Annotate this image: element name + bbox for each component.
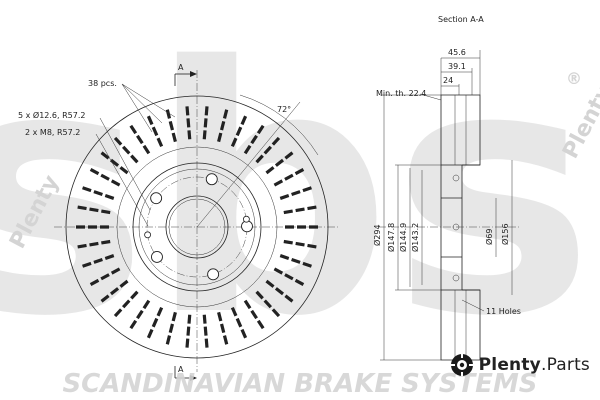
vane-slot: [88, 267, 121, 287]
vane-slot: [265, 150, 295, 175]
section-hole-2: [452, 274, 460, 282]
vane-slot: [230, 114, 248, 148]
brand-name-bold: Plenty: [478, 355, 541, 375]
vane-slot: [146, 114, 164, 148]
vane-slot: [265, 279, 295, 304]
dia-69: Ø69: [484, 229, 494, 245]
vane-slots: [75, 105, 319, 349]
holes-label: 11 Holes: [486, 307, 521, 316]
hat-step: [138, 168, 256, 286]
bolt-hole: [150, 192, 163, 205]
disc-inner-friction-edge: [116, 146, 278, 308]
vane-slot: [279, 185, 313, 200]
vane-slot: [76, 205, 111, 215]
vane-slot: [230, 306, 248, 340]
center-bore-chamfer: [168, 198, 226, 256]
vanes-label: 38 pcs.: [88, 79, 117, 88]
angle-arc: [239, 94, 319, 156]
registered-mark: ®: [566, 69, 582, 88]
brand-name: Plenty.Parts: [479, 355, 590, 375]
vane-slot: [165, 108, 177, 143]
brand-logo: Plenty.Parts: [449, 352, 590, 378]
bolt-holes-label: 5 x Ø12.6, R57.2: [18, 110, 85, 120]
vane-slot: [202, 105, 209, 140]
bolt-holes-leader: [99, 117, 151, 211]
hat-outer: [132, 162, 262, 292]
vane-slot: [202, 314, 209, 349]
disc-outer-edge: [65, 95, 329, 359]
vane-slot: [146, 306, 164, 340]
vane-slot: [128, 123, 151, 155]
center-bore: [165, 195, 229, 259]
vane-slot: [279, 254, 313, 269]
vane-slot: [81, 185, 115, 200]
dia-144-9: Ø144.9: [398, 223, 408, 252]
vanes-leader-3: [121, 83, 153, 133]
vane-slot: [99, 279, 129, 304]
section-arrow-bottom: [190, 375, 197, 381]
front-view: 72° A A 38 pcs. 5 x Ø12.6, R57.2 2 x M8,…: [18, 63, 340, 381]
section-mark-top: A: [178, 63, 184, 72]
vane-slot: [165, 311, 177, 346]
vane-slot: [185, 105, 192, 140]
sbs-watermark-logo: sbs: [0, 0, 594, 391]
thread-holes-leader: [95, 133, 149, 227]
vane-slot: [113, 136, 139, 164]
vane-slot: [243, 299, 266, 331]
vane-slot: [128, 299, 151, 331]
dim-24: 24: [443, 76, 453, 85]
dia-143-2: Ø143.2: [410, 223, 420, 252]
vane-slot: [185, 314, 192, 349]
section-hole-1: [452, 174, 460, 182]
thread-hole: [242, 215, 250, 223]
vane-slot: [217, 108, 229, 143]
vanes-leader: [121, 83, 176, 118]
angle-ref-line: [196, 101, 301, 228]
dim-39-1: 39.1: [448, 62, 466, 71]
bolt-hole: [207, 268, 220, 281]
vane-slot: [76, 239, 111, 249]
vanes-leader-2: [121, 83, 163, 124]
vane-slot: [255, 136, 281, 164]
vane-slot: [99, 150, 129, 175]
brand-name-rest: .Parts: [540, 355, 590, 375]
hat-profile: [440, 164, 480, 291]
vane-slot: [81, 254, 115, 269]
vane-slot: [283, 239, 318, 249]
vane-slot: [273, 167, 306, 187]
thread-hole: [144, 231, 152, 239]
thread-holes-label: 2 x M8, R57.2: [25, 128, 80, 137]
gear-logo-icon: [450, 354, 473, 376]
vane-slot: [113, 290, 139, 318]
section-mark-bottom: A: [178, 365, 184, 374]
bolt-hole: [205, 173, 218, 186]
dia-156: Ø156: [500, 223, 510, 245]
vane-slot: [243, 123, 266, 155]
vane-slot: [255, 290, 281, 318]
dia-294: Ø294: [372, 224, 382, 246]
section-arrow-top: [190, 71, 197, 77]
section-title: Section A-A: [438, 15, 484, 24]
holes-leader: [461, 299, 485, 312]
vane-slot: [273, 267, 306, 287]
dia-147-8: Ø147.8: [386, 223, 396, 252]
section-view: Section A-A 45.6 39.1 24 Min. th. 22.4: [372, 15, 521, 361]
angle-label: 72°: [277, 105, 291, 114]
vane-slot: [217, 311, 229, 346]
dim-45-6: 45.6: [448, 48, 466, 57]
vane-slot: [88, 167, 121, 187]
vane-slot: [283, 205, 318, 215]
bolt-holes: [144, 173, 253, 281]
min-thickness-label: Min. th. 22.4: [376, 89, 426, 98]
bolt-hole: [151, 251, 163, 263]
